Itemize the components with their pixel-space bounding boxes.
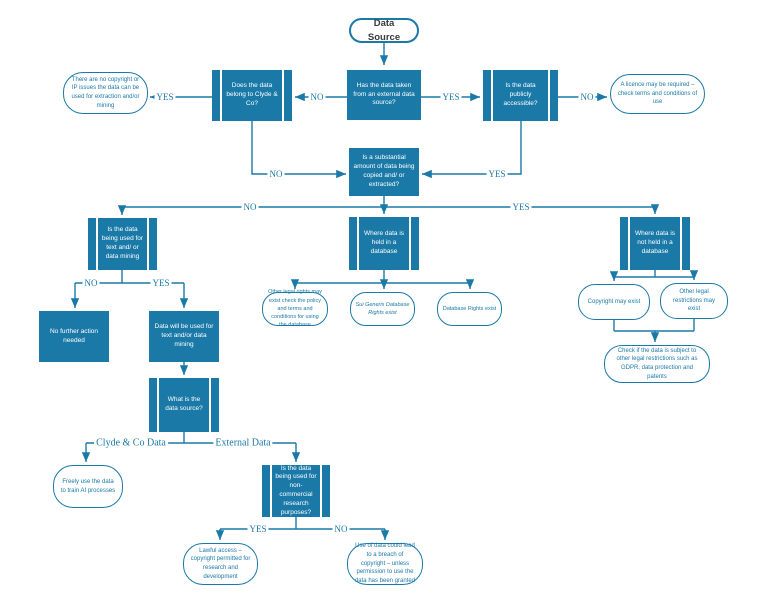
node-breach-of-copyright: Use of data could lead to a breach of co… [347,543,423,585]
node-label: Data will be used for text and/or data m… [154,323,214,348]
node-licence-required: A licence may be required – check terms … [610,74,705,114]
node-belongs-to-clyde-question: Does the data belong to Clyde & Co? [212,70,292,121]
node-label: Lawful access – copyright permitted for … [190,547,251,580]
node-publicly-accessible-question: Is the data publicly accessible? [483,70,558,121]
node-label: Sui Generis Database Rights exist [355,301,410,316]
node-copyright-may-exist: Copyright may exist [578,284,650,320]
edge-label-yes: YES [440,92,462,102]
node-label: What is the data source? [165,396,203,412]
edge-label-yes: YES [486,169,508,179]
node-label: Does the data belong to Clyde & Co? [226,82,278,107]
node-no-further-action: No further action needed [39,311,109,362]
node-label: Is a substantial amount of data being co… [353,154,415,188]
edge-label-yes: YES [510,202,532,212]
node-sui-generis-rights: Sui Generis Database Rights exist [350,292,415,326]
node-no-copyright-issues: There are no copyright or IP issues the … [63,72,148,114]
edge-label-no: NO [332,524,350,534]
node-check-gdpr: Check if the data is subject to other le… [604,345,710,383]
node-label: A licence may be required – check terms … [617,81,698,106]
node-label: Use of data could lead to a breach of co… [354,543,416,585]
node-freely-use-data: Freely use the data to train AI processe… [53,465,123,508]
node-database-rights: Database Rights exist [437,292,502,326]
edge-label-yes: YES [154,92,176,102]
node-other-legal-rights: Other legal rights may exist check the p… [262,289,328,328]
node-held-in-database: Where data is held in a database [349,217,419,270]
node-label: Is the data publicly accessible? [503,82,538,107]
node-label: Other legal rights may exist check the p… [268,289,322,329]
node-label: Has the data taken from an external data… [353,81,415,107]
node-data-will-be-used: Data will be used for text and/or data m… [149,311,219,362]
edge-label-yes: YES [150,278,172,288]
node-label: Copyright may exist [587,298,641,305]
node-label: Freely use the data to train AI processe… [60,478,116,494]
edge-label-no: NO [267,169,285,179]
node-not-held-in-database: Where data is not held in a database [620,217,690,270]
node-label: Check if the data is subject to other le… [616,347,698,380]
node-label: There are no copyright or IP issues the … [71,76,140,109]
node-other-legal-restrictions: Other legal restrictions may exist [660,283,728,319]
node-lawful-access: Lawful access – copyright permitted for … [183,543,258,585]
node-external-data-source-question: Has the data taken from an external data… [347,70,421,120]
edge-label-external-data: External Data [213,437,273,449]
edge-label-yes: YES [247,524,269,534]
node-label: Where data is held in a database [363,230,405,255]
edge-label-no: NO [308,92,326,102]
node-label: No further action needed [49,327,99,344]
node-what-is-data-source: What is the data source? [149,378,219,432]
node-label: Other legal restrictions may exist [672,288,715,313]
node-label: Is the data being used for non- commerci… [275,464,317,516]
node-substantial-amount-question: Is a substantial amount of data being co… [349,148,419,196]
edge-label-clyde-data: Clyde & Co Data [94,437,168,449]
edge-label-no: NO [578,92,596,102]
node-non-commercial-question: Is the data being used for non- commerci… [262,465,330,517]
node-label: Is the data being used for text and/ or … [101,226,144,260]
node-label: Data Source [367,17,401,43]
edge-label-no: NO [241,202,259,212]
node-label: Database Rights exist [442,305,497,312]
node-label: Where data is not held in a database [634,230,676,255]
node-data-source: Data Source [349,18,419,43]
edge-label-no: NO [82,278,100,288]
node-text-data-mining-question: Is the data being used for text and/ or … [88,218,157,270]
